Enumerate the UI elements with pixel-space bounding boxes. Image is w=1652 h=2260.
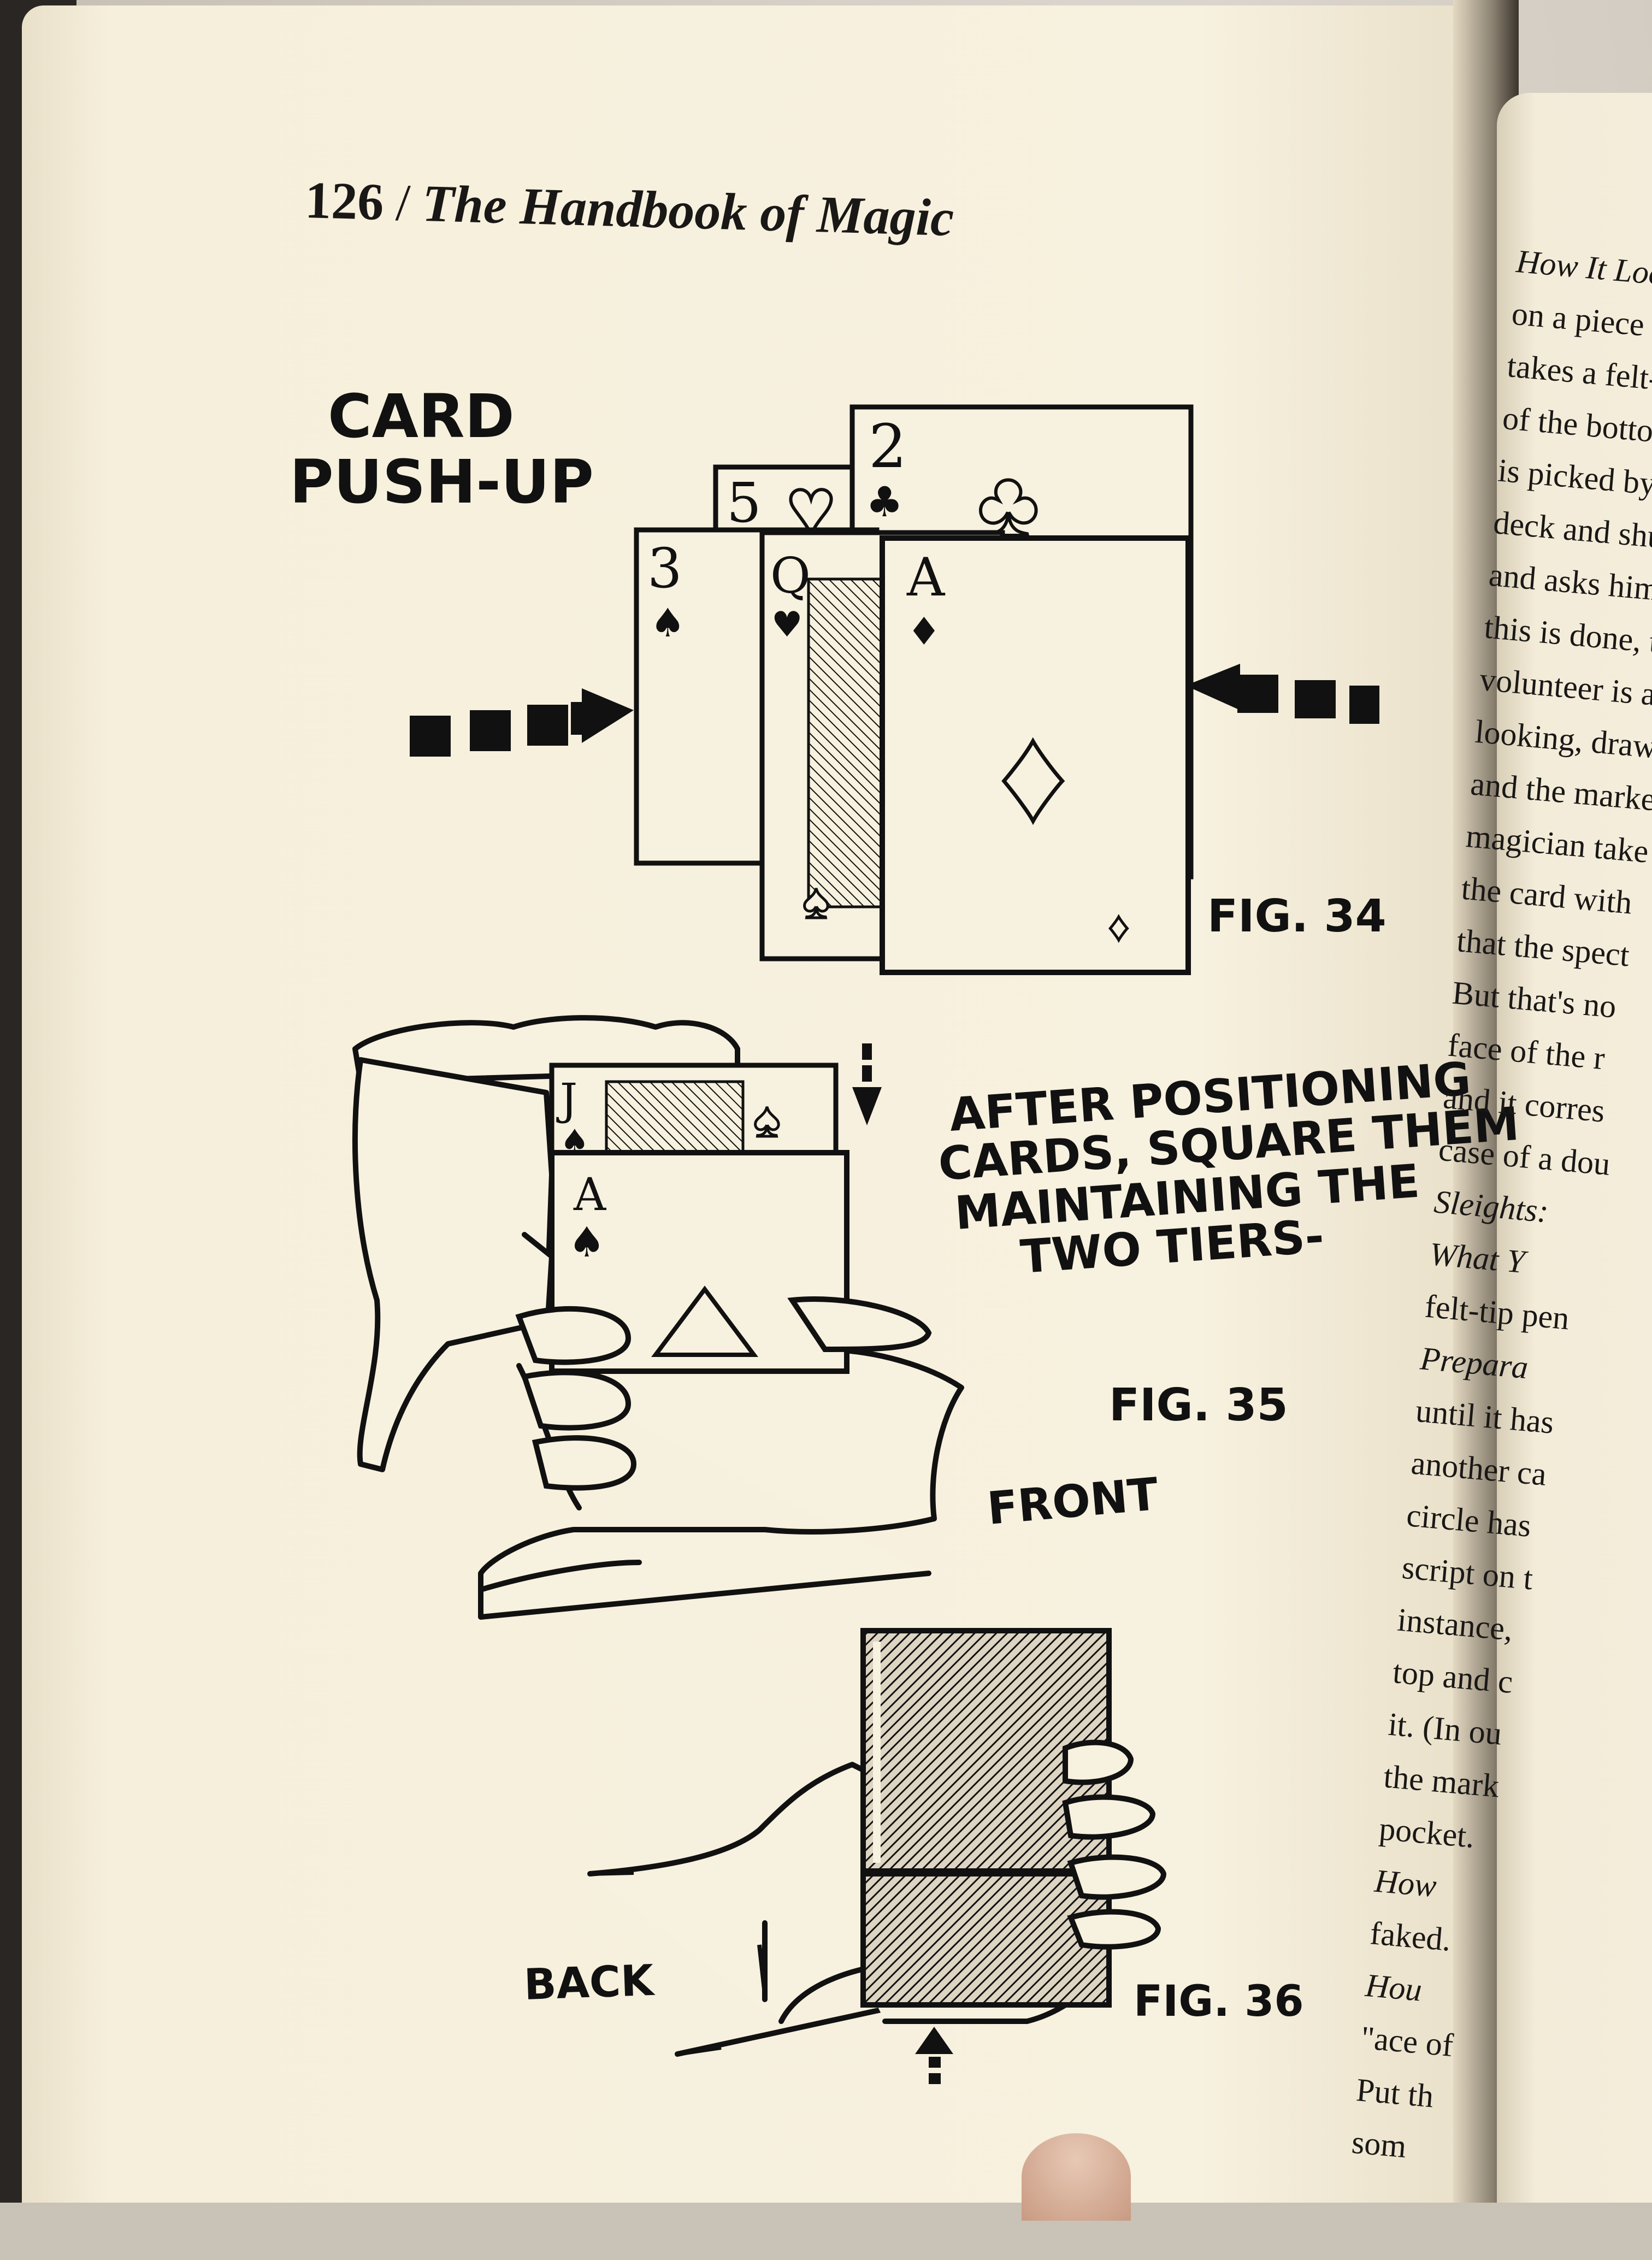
fig34-label: FIG. 34 xyxy=(1207,890,1386,942)
svg-text:♠: ♠ xyxy=(803,875,829,929)
svg-text:♥: ♥ xyxy=(771,605,803,645)
fig36-fingers xyxy=(1062,1739,1167,1950)
fig36-label: FIG. 36 xyxy=(1134,1977,1304,2026)
svg-text:A: A xyxy=(906,547,946,608)
svg-text:J: J xyxy=(556,1074,577,1125)
left-push-arrow xyxy=(410,688,634,757)
svg-text:Q: Q xyxy=(770,547,811,605)
svg-text:♠: ♠ xyxy=(650,600,686,646)
fig34-card-ace-diamonds: A ♦ ♦ ♦ xyxy=(880,535,1191,975)
down-arrow-fig35 xyxy=(852,1043,882,1125)
front-label: FRONT xyxy=(985,1468,1160,1535)
svg-text:A: A xyxy=(573,1169,607,1221)
fig36-sleeve-lines xyxy=(589,1870,767,2056)
fig35-fingers xyxy=(515,1296,932,1491)
illustration-layer: CARD PUSH-UP 5 ♥ ♥ 2 ♣ ♣ 3 ♠ Q ♥ ♠ A ♦ ♦… xyxy=(290,381,1521,2084)
svg-text:♠: ♠ xyxy=(754,1093,780,1147)
thumb xyxy=(1022,2133,1131,2221)
push-up-label-line1: CARD xyxy=(328,381,515,451)
right-push-arrow xyxy=(1185,664,1379,724)
svg-text:3: 3 xyxy=(647,536,682,600)
svg-text:♦: ♦ xyxy=(1109,906,1129,948)
back-label: BACK xyxy=(523,1956,656,2010)
svg-text:♣: ♣ xyxy=(866,477,903,526)
svg-text:♦: ♦ xyxy=(907,609,941,654)
svg-text:2: 2 xyxy=(869,411,907,481)
fig35-label: FIG. 35 xyxy=(1109,1379,1288,1431)
push-up-label-line2: PUSH-UP xyxy=(290,447,594,517)
svg-text:5: 5 xyxy=(727,471,762,535)
svg-text:♦: ♦ xyxy=(1000,703,1066,848)
svg-text:♠: ♠ xyxy=(568,1218,605,1266)
right-page xyxy=(1497,93,1652,2203)
fig36-hand xyxy=(587,1762,1102,2057)
up-arrow-fig36 xyxy=(915,2027,953,2084)
